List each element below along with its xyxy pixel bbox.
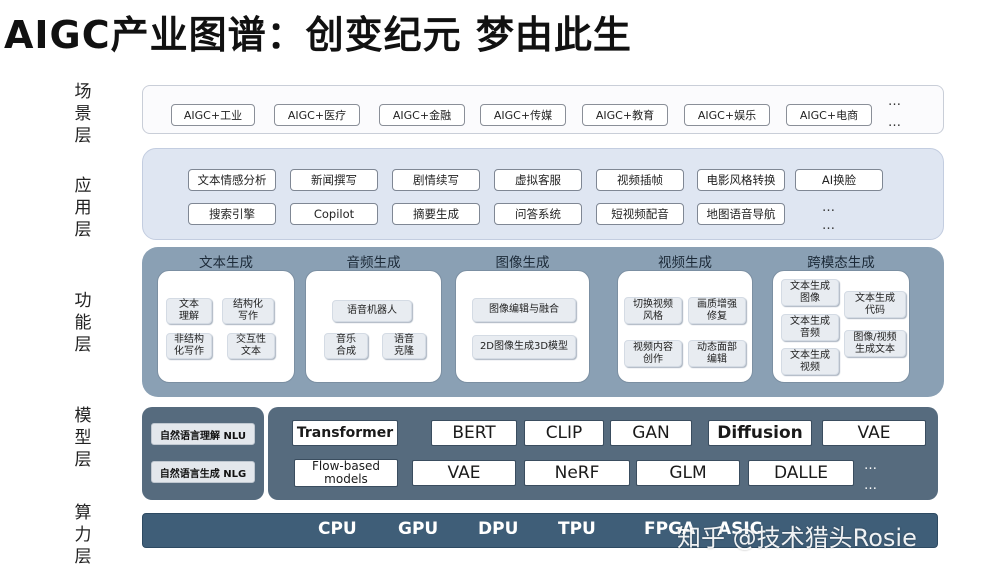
func-item: 2D图像生成3D模型 — [472, 335, 576, 359]
func-item: 图像编辑与融合 — [472, 298, 576, 322]
scene-item: AIGC+医疗 — [274, 104, 360, 126]
func-item: 动态面部 编辑 — [688, 340, 746, 367]
side-label-char: 用 — [74, 198, 92, 218]
model-item: Diffusion — [708, 420, 812, 446]
func-item: 文本生成 视频 — [781, 348, 839, 375]
scene-dots: … — [888, 94, 902, 109]
model-item: BERT — [431, 420, 517, 446]
func-item: 文本生成 代码 — [844, 291, 906, 318]
model-item: Flow-based models — [294, 459, 398, 487]
side-label-char: 算 — [74, 503, 92, 523]
model-dots: … — [864, 478, 878, 493]
side-label-char: 能 — [74, 313, 92, 333]
func-item: 结构化 写作 — [222, 298, 274, 324]
func-title-text: 文本生成 — [199, 255, 253, 271]
func-item: 画质增强 修复 — [688, 297, 746, 324]
func-item: 语音 克隆 — [382, 333, 426, 359]
scene-item: AIGC+教育 — [582, 104, 668, 126]
app-item: AI换脸 — [795, 169, 883, 191]
model-item: GAN — [610, 420, 692, 446]
model-layer-band-left — [142, 407, 264, 500]
side-label-char: 层 — [74, 126, 92, 146]
app-item: 地图语音导航 — [697, 203, 785, 225]
scene-item: AIGC+金融 — [379, 104, 465, 126]
app-item: 摘要生成 — [392, 203, 480, 225]
app-item: 搜索引擎 — [188, 203, 276, 225]
func-item: 非结构 化写作 — [166, 333, 212, 359]
func-item: 文本生成 音频 — [781, 314, 839, 341]
compute-layer-band — [142, 513, 938, 548]
scene-item: AIGC+电商 — [786, 104, 872, 126]
app-dots: … — [822, 218, 836, 233]
side-label-app: 应 用 层 — [72, 175, 94, 241]
scene-dots: … — [888, 115, 902, 130]
nlg-box: 自然语言生成 NLG — [151, 461, 255, 483]
scene-item: AIGC+工业 — [171, 104, 255, 126]
func-item: 文本生成 图像 — [781, 279, 839, 306]
side-label-char: 功 — [74, 291, 92, 311]
compute-item: DPU — [478, 519, 519, 539]
model-item: GLM — [636, 460, 740, 486]
app-item: Copilot — [290, 203, 378, 225]
page-title: AIGC产业图谱：创变纪元 梦由此生 — [4, 13, 632, 57]
model-item: CLIP — [524, 420, 604, 446]
func-title-video: 视频生成 — [658, 255, 712, 271]
watermark: 知乎 @技术猎头Rosie — [677, 524, 917, 552]
compute-item: FPGA — [644, 519, 696, 539]
func-item: 视频内容 创作 — [624, 340, 682, 367]
side-label-char: 模 — [74, 406, 92, 426]
scene-item: AIGC+传媒 — [480, 104, 566, 126]
app-item: 剧情续写 — [392, 169, 480, 191]
func-panel-audio — [305, 270, 442, 383]
model-item: DALLE — [748, 460, 854, 486]
side-label-compute: 算 力 层 — [72, 502, 94, 568]
side-label-model: 模 型 层 — [72, 405, 94, 471]
compute-item: ASIC — [718, 519, 763, 539]
side-label-char: 型 — [74, 428, 92, 448]
model-item: Transformer — [292, 420, 398, 446]
side-label-char: 场 — [74, 82, 92, 102]
side-label-scene: 场 景 层 — [72, 81, 94, 147]
scene-item: AIGC+娱乐 — [684, 104, 770, 126]
func-item: 音乐 合成 — [324, 333, 368, 359]
side-label-char: 应 — [74, 176, 92, 196]
side-label-char: 景 — [74, 104, 92, 124]
app-item: 短视频配音 — [596, 203, 684, 225]
side-label-char: 层 — [74, 220, 92, 240]
compute-item: GPU — [398, 519, 439, 539]
app-item: 新闻撰写 — [290, 169, 378, 191]
app-item: 视频插帧 — [596, 169, 684, 191]
nlu-box: 自然语言理解 NLU — [151, 423, 255, 445]
func-item: 切换视频 风格 — [624, 297, 682, 324]
side-label-char: 层 — [74, 335, 92, 355]
app-dots: … — [822, 200, 836, 215]
compute-item: TPU — [558, 519, 596, 539]
func-panel-text — [157, 270, 295, 383]
func-panel-image — [455, 270, 590, 383]
app-item: 文本情感分析 — [188, 169, 276, 191]
side-label-func: 功 能 层 — [72, 290, 94, 356]
side-label-char: 层 — [74, 547, 92, 567]
func-item: 文本 理解 — [166, 298, 212, 324]
func-item: 图像/视频 生成文本 — [844, 330, 906, 357]
func-title-cross: 跨模态生成 — [807, 255, 875, 271]
model-dots: … — [864, 458, 878, 473]
func-title-audio: 音频生成 — [346, 255, 401, 271]
app-item: 问答系统 — [494, 203, 582, 225]
compute-item: CPU — [318, 519, 357, 539]
side-label-char: 力 — [74, 525, 92, 545]
app-item: 虚拟客服 — [494, 169, 582, 191]
app-item: 电影风格转换 — [697, 169, 785, 191]
func-title-image: 图像生成 — [495, 255, 550, 271]
func-item: 语音机器人 — [332, 300, 412, 322]
func-item: 交互性 文本 — [227, 333, 275, 359]
model-item: VAE — [822, 420, 926, 446]
model-item: NeRF — [524, 460, 630, 486]
model-item: VAE — [412, 460, 516, 486]
side-label-char: 层 — [74, 450, 92, 470]
